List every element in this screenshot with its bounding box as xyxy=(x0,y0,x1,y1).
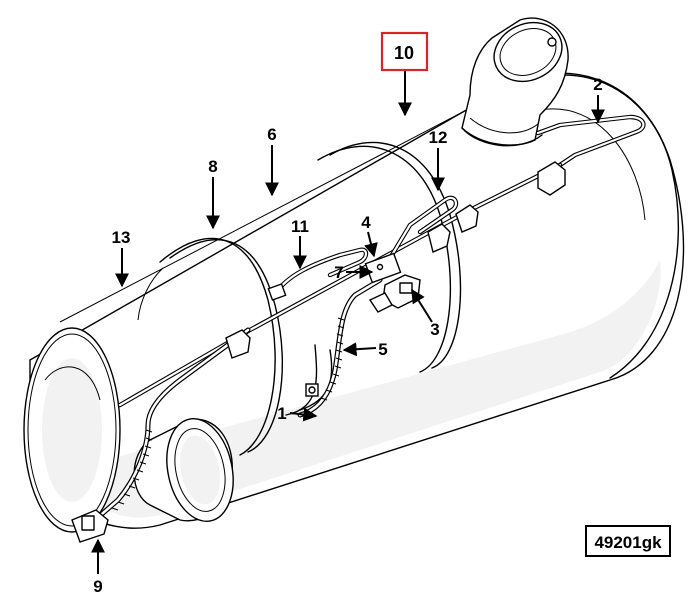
inlet-elbow xyxy=(461,17,569,147)
wire-harness xyxy=(92,277,383,523)
callout-10: 10 xyxy=(394,43,414,63)
pressure-tube-2 xyxy=(535,114,646,168)
harness-connector-mid xyxy=(225,223,451,359)
callout-7: 7 xyxy=(334,263,343,282)
callout-1: 1 xyxy=(277,404,286,423)
harness-end-connector-9 xyxy=(71,509,109,543)
leader-1 xyxy=(289,407,318,422)
callout-5: 5 xyxy=(378,340,387,359)
figure-id-label: 49201gk xyxy=(594,533,662,552)
callout-2: 2 xyxy=(593,75,602,94)
figure-id-box: 49201gk xyxy=(585,525,671,557)
outlet-end-cap xyxy=(23,327,121,533)
callout-12: 12 xyxy=(429,128,448,147)
outlet-pipe xyxy=(133,418,234,522)
harness-connector-right xyxy=(455,161,566,233)
canister-body xyxy=(29,72,685,529)
pressure-tube-11 xyxy=(275,247,369,293)
callout-3: 3 xyxy=(430,320,439,339)
callout-9: 9 xyxy=(93,577,102,596)
convoluted-conduit-5 xyxy=(320,317,345,401)
leader-4 xyxy=(364,231,378,258)
callout-10-highlight-box xyxy=(380,31,429,72)
callout-8: 8 xyxy=(208,157,217,176)
convoluted-conduit-lower xyxy=(111,429,153,511)
leader-5 xyxy=(342,342,377,357)
callout-leaders xyxy=(91,70,605,574)
callout-6: 6 xyxy=(267,125,276,144)
sensor-11-port xyxy=(267,283,287,301)
clamp-band-8 xyxy=(137,237,284,456)
clamp-band-6 xyxy=(317,141,462,373)
callout-labels: 10 2 6 8 12 13 11 4 7 3 5 1 9 xyxy=(93,31,603,596)
callout-13: 13 xyxy=(112,228,131,247)
sensor-1 xyxy=(305,383,319,397)
differential-pressure-sensor-3 xyxy=(368,274,421,313)
pressure-tube-12 xyxy=(377,195,459,278)
callout-11: 11 xyxy=(291,217,309,236)
callout-4: 4 xyxy=(361,213,371,232)
leader-3 xyxy=(411,288,433,323)
